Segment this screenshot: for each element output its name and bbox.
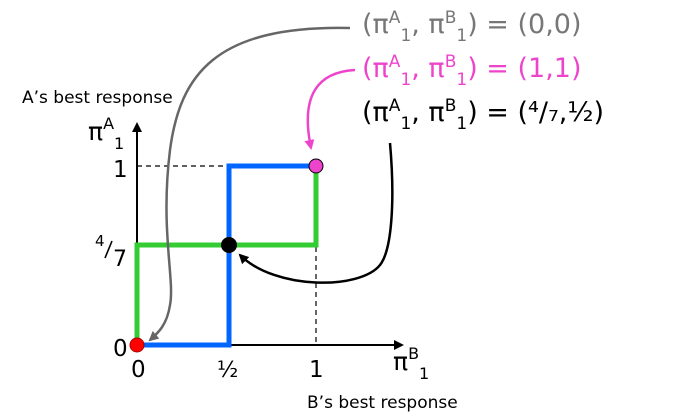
svg-text:7: 7 bbox=[113, 247, 127, 272]
y-axis-symbol: πA1 bbox=[88, 114, 124, 153]
equation-pure-00: (πA1, πB1) = (0,0) bbox=[362, 8, 582, 46]
arrow-to-point-00 bbox=[148, 26, 351, 342]
x-axis-title: B’s best response bbox=[307, 393, 458, 413]
arrow-to-point-mixed bbox=[238, 142, 394, 284]
equation-mixed: (πA1, πB1) = (⁴/₇,½) bbox=[362, 96, 604, 134]
nash-point-mixed bbox=[221, 237, 237, 253]
x-tick-1: 1 bbox=[309, 357, 324, 383]
y-tick-0: 0 bbox=[113, 336, 128, 362]
svg-text:4: 4 bbox=[95, 232, 105, 250]
nash-point-00 bbox=[129, 337, 145, 353]
x-tick-0: 0 bbox=[131, 357, 146, 383]
b-best-response-line bbox=[137, 163, 316, 348]
x-tick-half: ½ bbox=[217, 358, 238, 383]
arrow-to-point-11 bbox=[304, 68, 356, 150]
y-tick-1: 1 bbox=[113, 157, 128, 183]
y-axis-title: A’s best response bbox=[22, 88, 173, 108]
x-axis-symbol: πB1 bbox=[393, 344, 429, 383]
equation-pure-11: (πA1, πB1) = (1,1) bbox=[362, 52, 582, 90]
nash-point-11 bbox=[308, 158, 324, 174]
y-tick-4-7: 4 7 bbox=[95, 232, 127, 272]
